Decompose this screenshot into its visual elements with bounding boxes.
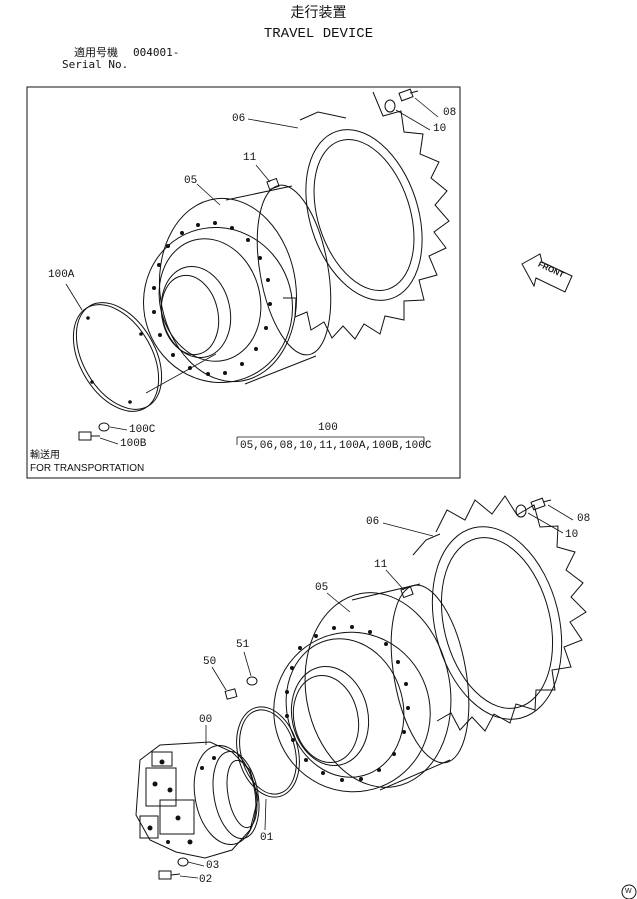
callout-08-lower: 08: [577, 513, 591, 525]
callout-06-upper: 06: [232, 113, 246, 125]
hub-upper: [143, 184, 332, 385]
sprocket-lower: [412, 495, 587, 732]
washer-10-upper: [384, 99, 396, 113]
transport-note: FOR TRANSPORTATION: [30, 463, 145, 474]
serial-number-value: 004001-: [133, 46, 180, 59]
washer-100c: [98, 422, 110, 432]
washer-10-lower: [515, 504, 527, 518]
callout-03: 03: [206, 860, 220, 872]
set-number: 100: [318, 422, 338, 434]
page-title-japanese: 走行装置: [290, 5, 347, 21]
washer-03: [177, 857, 189, 867]
callout-06-lower: 06: [366, 516, 380, 528]
page-title: TRAVEL DEVICE: [263, 26, 374, 42]
bolt-11-lower: [400, 585, 414, 599]
bolt-02: [158, 870, 181, 880]
cover-plate-upper: [72, 302, 217, 412]
serial-label: Serial No.: [62, 58, 129, 71]
front-arrow-icon: [521, 253, 573, 293]
o-ring: [236, 706, 300, 798]
transport-note-japanese: 輸送用: [30, 450, 60, 461]
bolt-50: [224, 688, 238, 700]
callout-100b: 100B: [120, 438, 147, 450]
bolt-08-upper: [398, 88, 419, 102]
callout-01: 01: [260, 832, 274, 844]
callout-10-lower: 10: [565, 529, 579, 541]
bolt-100b: [78, 431, 100, 441]
callout-100a: 100A: [48, 269, 75, 281]
callout-05-lower: 05: [315, 582, 329, 594]
callout-51: 51: [236, 639, 250, 651]
bolt-08-lower: [530, 497, 552, 511]
callout-50: 50: [203, 656, 217, 668]
washer-51: [246, 676, 258, 686]
bolt-11-upper: [266, 177, 280, 191]
transport-box-frame: [26, 86, 461, 479]
serial-label-japanese: 適用号機: [74, 46, 118, 59]
callout-00: 00: [199, 714, 213, 726]
callout-11-upper: 11: [243, 152, 257, 164]
hub-lower: [273, 583, 470, 793]
callout-100c: 100C: [129, 424, 156, 436]
callout-10-upper: 10: [433, 123, 447, 135]
callout-02: 02: [199, 874, 213, 886]
set-contents: 05,06,08,10,11,100A,100B,100C: [240, 440, 432, 452]
callout-08-upper: 08: [443, 107, 457, 119]
footer-mark-label: W: [625, 888, 632, 895]
travel-motor: [135, 741, 260, 859]
footer-mark-icon: [621, 884, 637, 899]
callout-11-lower: 11: [374, 559, 388, 571]
sprocket-upper: [283, 91, 450, 340]
callout-05-upper: 05: [184, 175, 198, 187]
